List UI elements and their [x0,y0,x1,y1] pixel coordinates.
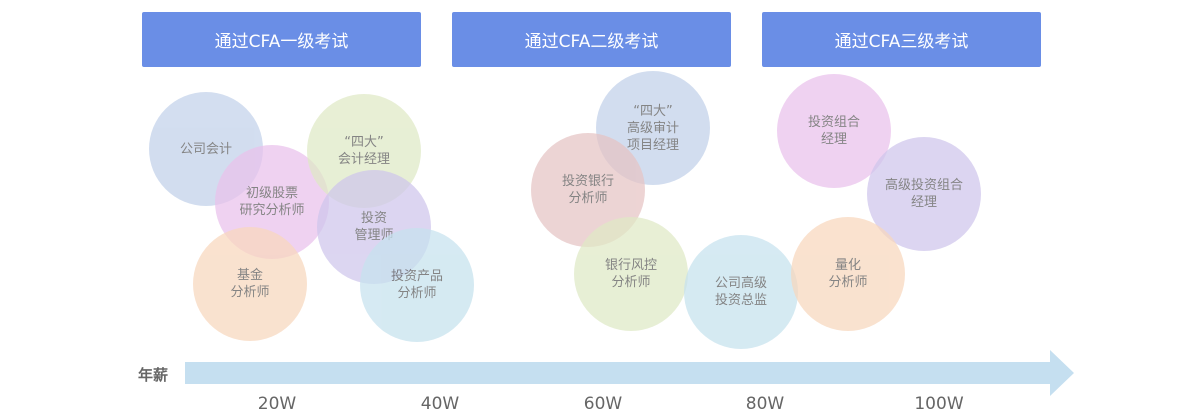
role-label: 投资组合 经理 [807,115,860,147]
role-circle: 量化 分析师 [791,217,905,331]
role-label: 公司会计 [179,141,232,157]
role-label: 银行风控 分析师 [604,258,657,290]
role-circle: 投资产品 分析师 [360,228,474,342]
level3-header: 通过CFA三级考试 [762,12,1041,67]
role-label: 基金 分析师 [230,268,270,300]
role-label: “四大” 会计经理 [337,135,390,167]
role-label: “四大” 高级审计 项目经理 [626,103,679,153]
role-label: 公司高级 投资总监 [714,276,767,308]
role-label: 初级股票 研究分析师 [239,186,305,218]
level1-header: 通过CFA一级考试 [142,12,421,67]
tick-100w: 100W [914,394,964,414]
role-label: 投资产品 分析师 [390,269,443,301]
role-circle: 基金 分析师 [193,227,307,341]
role-label: 投资银行 分析师 [561,174,614,206]
tick-40w: 40W [420,394,460,414]
tick-60w: 60W [583,394,623,414]
tick-80w: 80W [745,394,785,414]
role-label: 量化 分析师 [828,258,868,290]
tick-20w: 20W [257,394,297,414]
role-label: 高级投资组合 经理 [884,178,963,210]
role-circle: 公司高级 投资总监 [684,235,798,349]
role-circle: 银行风控 分析师 [574,217,688,331]
level2-header: 通过CFA二级考试 [452,12,731,67]
axis-label: 年薪 [138,366,169,384]
